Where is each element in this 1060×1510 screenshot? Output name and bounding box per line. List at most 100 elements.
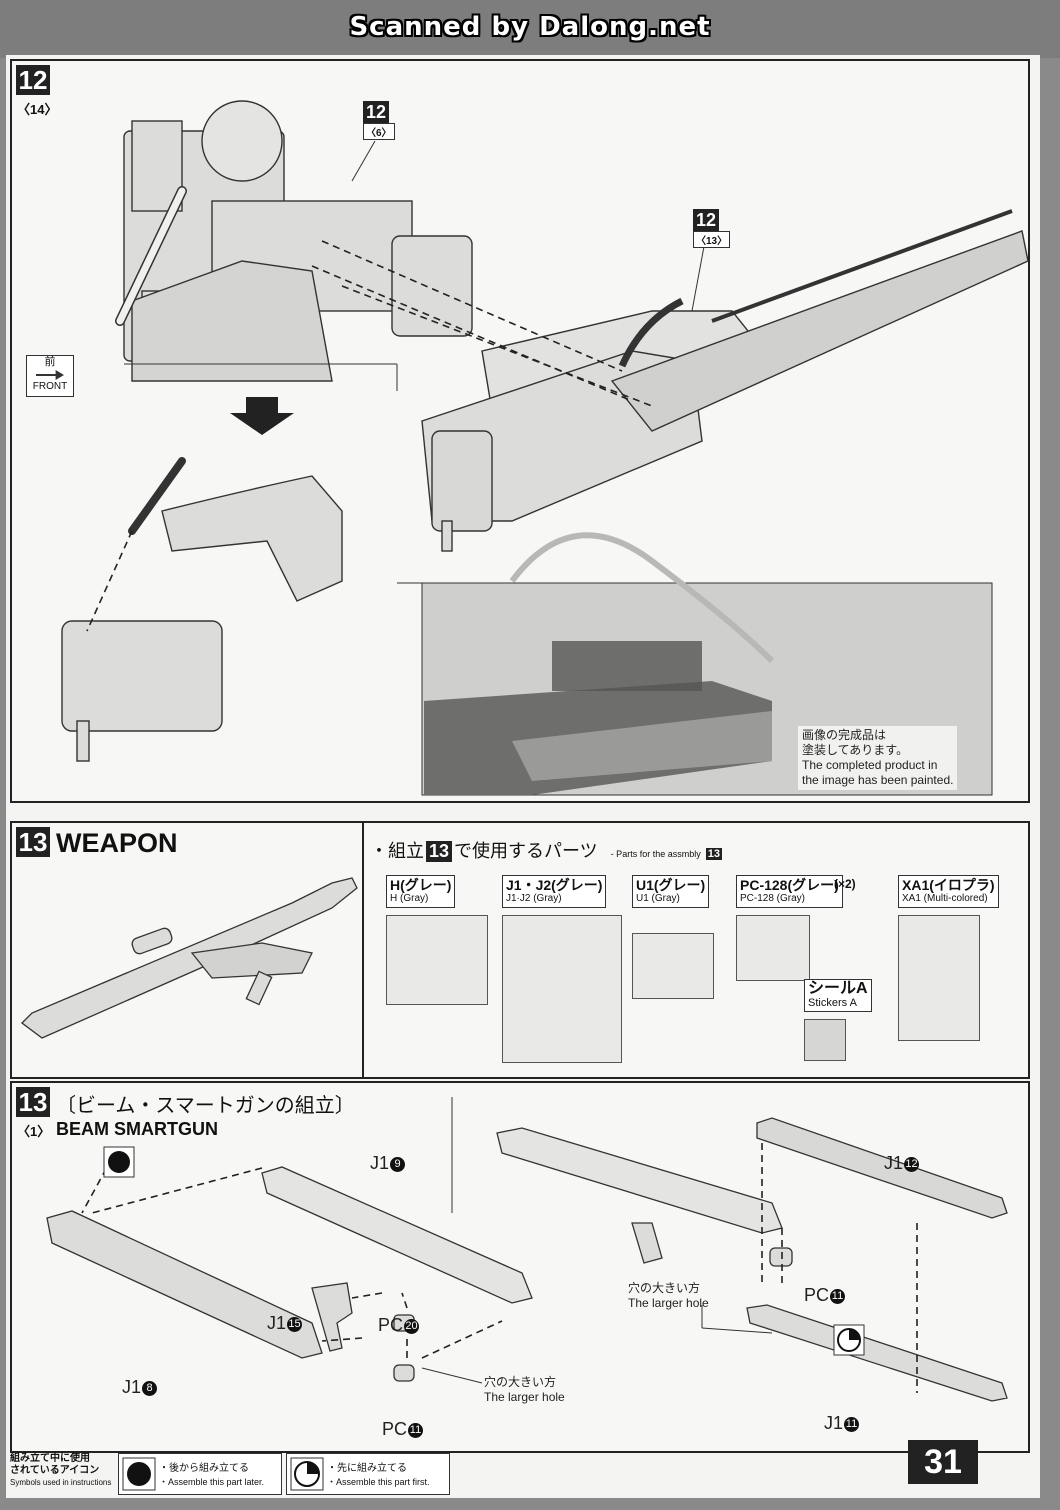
parts-heading-prefix: ・組立 [370, 841, 424, 861]
label-pc-11-left-num: 11 [408, 1422, 424, 1438]
part-u1-sub: U1 (Gray) [636, 893, 680, 904]
part-pc128-sub: PC-128 (Gray) [740, 893, 806, 904]
front-marker-en: FRONT [32, 381, 68, 392]
assemble-first-icon [290, 1457, 324, 1491]
label-j1-8-text: J1 [122, 1377, 142, 1397]
page-number: 31 [908, 1440, 978, 1484]
down-arrow-icon [230, 397, 294, 435]
painted-note-en-2: the image has been painted. [802, 773, 954, 787]
legend-first: ・先に組み立てる ・Assemble this part first. [286, 1453, 450, 1495]
legend-title-en: Symbols used in instructions [10, 1478, 112, 1487]
runner-j1-j2-diagram [502, 915, 622, 1063]
sticker-a: シールA Stickers A [804, 979, 872, 1012]
step12-illustration [61, 100, 1028, 796]
parts-heading-num: 13 [426, 841, 453, 862]
legend-later: ・後から組み立てる ・Assemble this part later. [118, 1453, 282, 1495]
label-j1-8-num: 8 [142, 1380, 158, 1396]
part-pc128: PC-128(グレー) PC-128 (Gray) [736, 875, 843, 908]
legend-later-en: ・Assemble this part later. [159, 1477, 265, 1487]
ref-step12-6-sub: 〈6〉 [363, 123, 395, 140]
scan-credit: Scanned by Dalong.net [349, 12, 711, 42]
sticker-a-sub: Stickers A [808, 997, 857, 1009]
part-h-sub: H (Gray) [390, 893, 429, 904]
legend-later-jp: ・後から組み立てる [159, 1463, 249, 1474]
legend-title: 組み立て中に使用 されているアイコン Symbols used in instr… [10, 1453, 114, 1493]
runner-xa1-diagram [898, 915, 980, 1041]
mecha-backpack-drawing [123, 100, 473, 382]
step13-title: WEAPON [56, 828, 178, 858]
sticker-sheet-diagram [804, 1019, 846, 1061]
label-pc-11-left-text: PC [382, 1419, 408, 1439]
runner-pc128-diagram [736, 915, 810, 981]
larger-hole-right-jp: 穴の大きい方 [628, 1281, 701, 1295]
larger-hole-note-left: 穴の大きい方 The larger hole [484, 1375, 565, 1405]
beam-smartgun-drawing [421, 209, 1028, 552]
ref-step12-13-number: 12 [693, 209, 719, 231]
step12-substep: 〈14〉 [17, 102, 58, 117]
label-pc-20-text: PC [378, 1315, 404, 1335]
label-j1-9-num: 9 [390, 1156, 406, 1172]
part-h: H(グレー) H (Gray) [386, 875, 456, 908]
parts-heading-num-2: 13 [705, 848, 722, 860]
step13-1-substep: 〈1〉 [17, 1124, 51, 1139]
larger-hole-left-jp: 穴の大きい方 [484, 1375, 557, 1389]
part-xa1-sub: XA1 (Multi-colored) [902, 893, 988, 904]
label-j1-12-num: 12 [904, 1156, 920, 1172]
detail-drawing [61, 457, 343, 762]
painted-note-en-1: The completed product in [802, 758, 938, 772]
ref-step12-6-number: 12 [363, 101, 389, 123]
icon-legend: 組み立て中に使用 されているアイコン Symbols used in instr… [10, 1453, 450, 1495]
weapon-preview-drawing [21, 877, 358, 1039]
front-arrow-icon [36, 370, 64, 380]
step13-1-title-jp: 〔ビーム・スマートガンの組立〕 [56, 1095, 355, 1117]
ref-step12-13-sub: 〈13〉 [693, 231, 731, 248]
scan-header-bar [0, 0, 1060, 58]
legend-first-en: ・Assemble this part first. [327, 1477, 430, 1487]
sticker-a-main: シールA [808, 980, 868, 997]
parts-heading-en: - Parts for the assmbly [610, 849, 701, 859]
legend-first-jp: ・先に組み立てる [327, 1463, 407, 1474]
assemble-later-icon [122, 1457, 156, 1491]
step13-1-panel: 13 〈1〉 〔ビーム・スマートガンの組立〕 BEAM SMARTGUN [10, 1081, 1030, 1453]
legend-title-jp-2: されているアイコン [10, 1465, 100, 1476]
label-pc-11-right-text: PC [804, 1285, 830, 1305]
larger-hole-note-right: 穴の大きい方 The larger hole [628, 1281, 709, 1311]
larger-hole-left-en: The larger hole [484, 1390, 565, 1404]
part-xa1: XA1(イロプラ) XA1 (Multi-colored) [898, 875, 999, 908]
step12-panel: 12 〈14〉 [10, 59, 1030, 803]
legend-title-jp-1: 組み立て中に使用 [10, 1453, 90, 1464]
front-marker-jp: 前 [44, 356, 56, 368]
part-j1-j2: J1・J2(グレー) J1·J2 (Gray) [502, 875, 607, 908]
label-j1-15-text: J1 [267, 1313, 287, 1333]
part-xa1-main: XA1(イロプラ) [902, 877, 995, 893]
step13-1-number: 13 [16, 1087, 50, 1117]
label-j1-12-text: J1 [884, 1153, 904, 1173]
part-j1-j2-main: J1・J2(グレー) [506, 877, 603, 893]
label-pc-20-num: 20 [404, 1318, 420, 1334]
label-j1-11-text: J1 [824, 1413, 844, 1433]
part-u1-main: U1(グレー) [636, 877, 706, 893]
runner-h-diagram [386, 915, 488, 1005]
larger-hole-right-en: The larger hole [628, 1296, 709, 1310]
part-pc128-qty: (×2) [834, 877, 856, 891]
painted-note-jp-1: 画像の完成品は [802, 728, 887, 742]
label-j1-9-text: J1 [370, 1153, 390, 1173]
runner-u1-diagram [632, 933, 714, 999]
step12-number: 12 [16, 65, 50, 95]
front-marker: 前 FRONT [26, 355, 74, 397]
step13-number: 13 [16, 827, 50, 857]
step13-weapon-panel: 13 WEAPON [10, 821, 364, 1079]
label-j1-15-num: 15 [287, 1316, 303, 1332]
part-h-main: H(グレー) [390, 877, 452, 893]
step13-1-title-en: BEAM SMARTGUN [56, 1119, 218, 1139]
